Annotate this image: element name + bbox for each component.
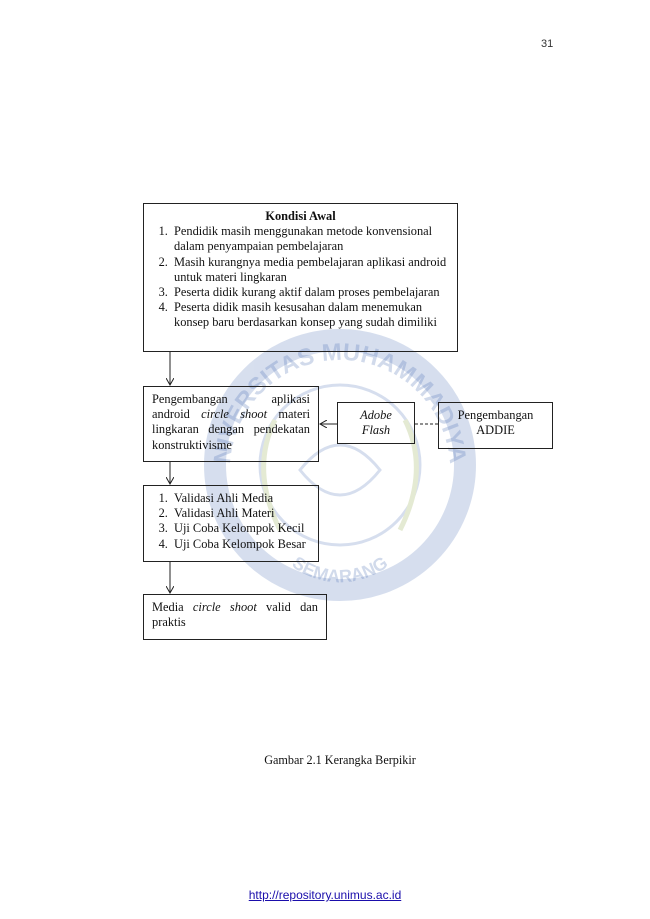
validasi-item-2: Validasi Ahli Materi <box>171 506 312 521</box>
kondisi-awal-item-1: Pendidik masih menggunakan metode konven… <box>171 224 451 254</box>
addie-box: Pengembangan ADDIE <box>438 402 553 449</box>
pengembangan-text-1: Pengembangan aplikasi android <box>152 392 310 422</box>
addie-label: Pengembangan ADDIE <box>457 408 534 438</box>
repository-link[interactable]: http://repository.unimus.ac.id <box>248 888 402 902</box>
hasil-text-1: Media <box>152 600 193 614</box>
hasil-text-2: valid dan praktis <box>152 600 318 630</box>
adobe-flash-box: Adobe Flash <box>337 402 415 444</box>
page-number: 31 <box>541 38 554 50</box>
validasi-item-1: Validasi Ahli Media <box>171 491 312 506</box>
kondisi-awal-item-4: Peserta didik masih kesusahan dalam mene… <box>171 300 451 330</box>
kondisi-awal-item-3: Peserta didik kurang aktif dalam proses … <box>171 285 451 300</box>
validasi-box: Validasi Ahli Media Validasi Ahli Materi… <box>143 485 319 562</box>
kondisi-awal-title: Kondisi Awal <box>265 209 336 223</box>
adobe-flash-label: Adobe Flash <box>360 408 392 438</box>
validasi-item-3: Uji Coba Kelompok Kecil <box>171 521 312 536</box>
validasi-item-4: Uji Coba Kelompok Besar <box>171 537 312 552</box>
pengembangan-text-italic: circle shoot <box>201 407 268 422</box>
pengembangan-box: Pengembangan aplikasi android circle sho… <box>143 386 319 462</box>
pengembangan-text-2: materi lingkaran dengan pendekatan konst… <box>152 407 311 452</box>
hasil-text-italic: circle shoot <box>192 600 257 614</box>
figure-caption: Gambar 2.1 Kerangka Berpikir <box>264 753 416 767</box>
kondisi-awal-item-2: Masih kurangnya media pembelajaran aplik… <box>171 255 451 285</box>
hasil-box: Media circle shoot valid dan praktis <box>143 594 327 640</box>
kondisi-awal-box: Kondisi Awal Pendidik masih menggunakan … <box>143 203 458 352</box>
